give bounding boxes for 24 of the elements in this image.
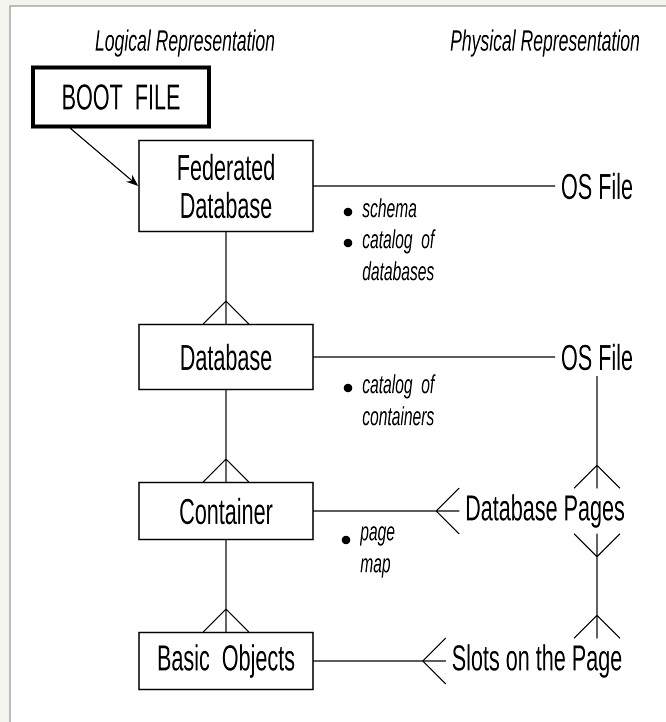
bullet-note: catalog of containers bbox=[344, 374, 436, 426]
entity-label: Slots on the Page bbox=[452, 644, 622, 678]
bullet-note: catalog of databases bbox=[344, 229, 436, 280]
connector bbox=[313, 185, 556, 187]
bullet-note: page map bbox=[342, 526, 394, 578]
entity-label: OS File bbox=[562, 344, 632, 370]
connector bbox=[202, 540, 250, 632]
entity-box: Database bbox=[138, 324, 314, 390]
entity-box: Basic Objects bbox=[138, 632, 314, 690]
connector bbox=[574, 376, 620, 489]
connector bbox=[313, 356, 556, 358]
entity-box: Federated Database bbox=[138, 140, 314, 232]
connector bbox=[313, 638, 446, 684]
column-heading: Logical Representation bbox=[96, 29, 274, 57]
entity-label: Database Pages bbox=[466, 494, 624, 528]
connector bbox=[202, 390, 250, 482]
entity-box: BOOT FILE bbox=[31, 66, 211, 128]
connector bbox=[313, 488, 460, 534]
bullet-note: schema bbox=[344, 198, 416, 218]
entity-label: OS File bbox=[562, 172, 632, 200]
entity-box: Container bbox=[138, 482, 314, 540]
connector bbox=[574, 533, 620, 639]
connector bbox=[202, 232, 250, 324]
column-heading: Physical Representation bbox=[450, 29, 640, 57]
